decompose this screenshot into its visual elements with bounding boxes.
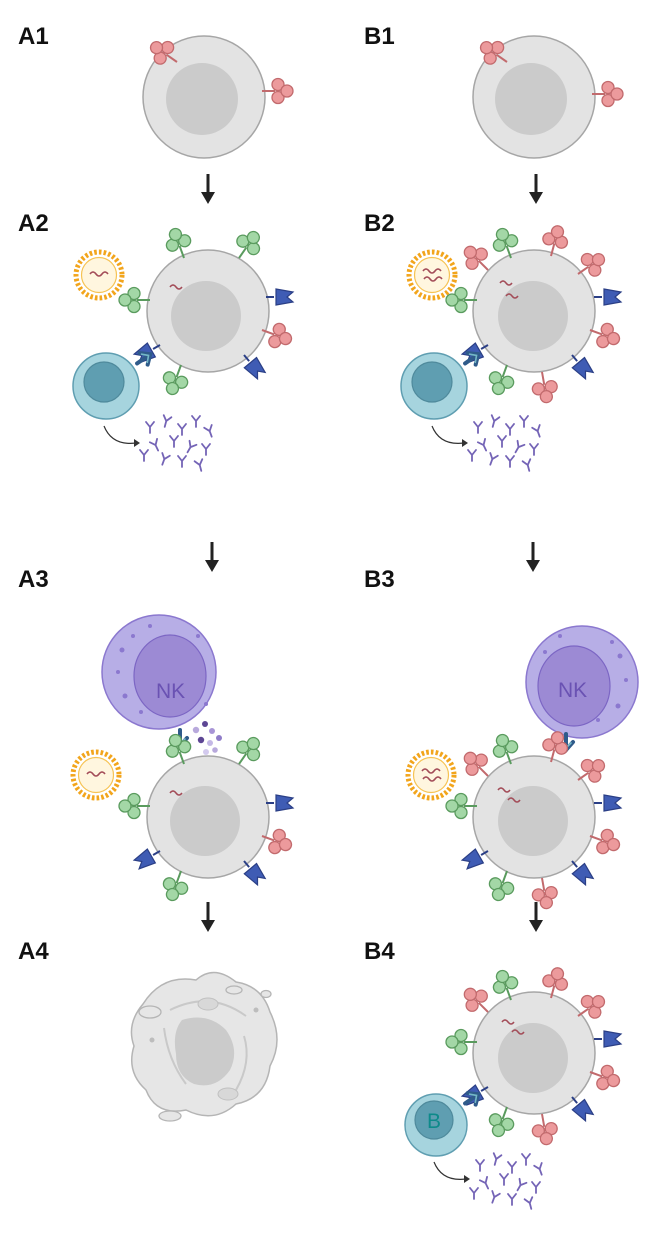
down-arrow-icon: [527, 900, 545, 934]
transfected-cell-b2: [445, 221, 625, 406]
b-lymphocyte-b4: B: [404, 1086, 485, 1157]
secreted-antibodies-b2: [468, 415, 543, 472]
transfected-cell-b4: [445, 963, 625, 1148]
nk-cell-a3: NK: [101, 614, 217, 748]
cytotoxic-granule-icon: [192, 721, 222, 755]
b-lymphocyte-a2: [72, 346, 157, 420]
down-arrow-icon: [199, 900, 217, 934]
secreted-antibodies-b4: [470, 1153, 545, 1210]
nk-cell-b3: NK: [525, 625, 639, 752]
mrna-strand-icon: [169, 284, 183, 290]
transfected-cell-a2: [118, 223, 297, 400]
panel-label-b2: B2: [364, 210, 395, 237]
b-lymphocyte-b2: [400, 346, 485, 420]
b-cell-label: B: [427, 1110, 441, 1133]
lipid-nanoparticle-icon: [409, 252, 455, 298]
host-cell-b1: [472, 32, 624, 159]
secreted-antibodies-a2: [140, 415, 215, 472]
panel-label-b4: B4: [364, 938, 395, 965]
transfected-cell-b3: [445, 727, 625, 912]
panel-label-a3: A3: [18, 566, 49, 593]
panel-label-b3: B3: [364, 566, 395, 593]
transfected-cell-a3: [118, 729, 297, 906]
lipid-nanoparticle-icon: [76, 252, 122, 298]
down-arrow-icon: [527, 172, 545, 206]
lipid-nanoparticle-icon: [408, 752, 454, 798]
nk-cell-label: NK: [558, 679, 587, 702]
down-arrow-icon: [524, 540, 542, 574]
down-arrow-icon: [203, 540, 221, 574]
host-cell-a1: [142, 32, 294, 159]
nk-cell-label: NK: [156, 680, 185, 703]
panel-label-a2: A2: [18, 210, 49, 237]
down-arrow-icon: [199, 172, 217, 206]
apoptotic-cell-a4: [130, 971, 278, 1117]
panel-label-a4: A4: [18, 938, 49, 965]
panel-label-a1: A1: [18, 23, 49, 50]
lipid-nanoparticle-icon: [73, 752, 119, 798]
panel-label-b1: B1: [364, 23, 395, 50]
